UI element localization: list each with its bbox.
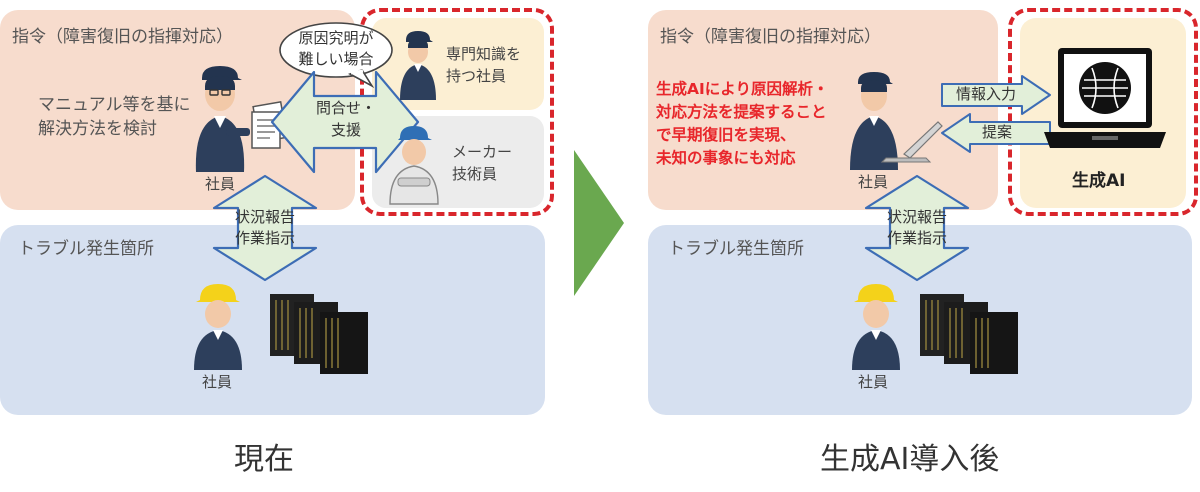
right-caption: 生成AI導入後 (820, 442, 1000, 477)
right-status-text-1: 状況報告 (886, 208, 947, 226)
left-caption: 現在 (234, 442, 294, 477)
right-red-text-4: 未知の事象にも対応 (656, 149, 796, 167)
inquiry-text-1: 問合せ・ (315, 99, 376, 117)
left-employee-label: 社員 (205, 175, 236, 193)
bubble-text-2: 難しい場合 (298, 50, 374, 68)
left-command-title: 指令（障害復旧の指揮対応） (12, 27, 233, 47)
right-server-rack-icon (920, 294, 1018, 374)
right-command-panel (648, 10, 998, 210)
bubble-text-1: 原因究明が (298, 29, 374, 47)
right-red-text-1: 生成AIにより原因解析・ (656, 80, 829, 98)
left-manual-text-2: 解決方法を検討 (38, 119, 157, 139)
left-server-rack-icon (270, 294, 368, 374)
left-hardhat-worker-icon (194, 284, 242, 370)
maker-text-2: 技術員 (452, 165, 498, 183)
genai-laptop-icon (1044, 48, 1166, 148)
inquiry-double-arrow (270, 70, 420, 174)
left-employee-icon (195, 66, 250, 172)
left-trouble-title: トラブル発生箇所 (18, 239, 154, 259)
expert-text-1: 専門知識を (446, 45, 522, 63)
maker-technician-icon (389, 126, 439, 205)
proposal-label: 提案 (982, 123, 1013, 141)
inquiry-text-2: 支援 (330, 121, 361, 139)
right-status-text-2: 作業指示 (886, 229, 947, 247)
right-employee-laptop-icon (850, 72, 943, 170)
transition-arrow (574, 150, 624, 296)
proposal-arrow (941, 113, 1051, 153)
expert-employee-icon (400, 31, 436, 100)
right-red-text-3: で早期復旧を実現、 (656, 126, 796, 144)
left-trouble-employee-label: 社員 (202, 373, 233, 391)
right-trouble-title: トラブル発生箇所 (668, 239, 804, 259)
info-input-label: 情報入力 (956, 85, 1017, 103)
speech-bubble (279, 22, 393, 89)
right-hardhat-worker-icon (852, 284, 900, 370)
right-employee-label: 社員 (858, 173, 889, 191)
left-status-text-2: 作業指示 (234, 229, 295, 247)
maker-text-1: メーカー (452, 143, 513, 161)
left-status-arrow (212, 174, 318, 282)
right-red-text-2: 対応方法を提案すること (656, 103, 827, 121)
right-status-arrow (864, 174, 970, 282)
right-dashed-outline (1008, 8, 1198, 216)
left-manual-text-1: マニュアル等を基に (38, 95, 191, 115)
expert-text-2: 持つ社員 (446, 67, 507, 85)
left-status-text-1: 状況報告 (234, 208, 295, 226)
info-input-arrow (941, 75, 1051, 115)
right-command-title: 指令（障害復旧の指揮対応） (660, 27, 881, 47)
right-trouble-employee-label: 社員 (858, 373, 889, 391)
genai-label: 生成AI (1072, 171, 1126, 191)
